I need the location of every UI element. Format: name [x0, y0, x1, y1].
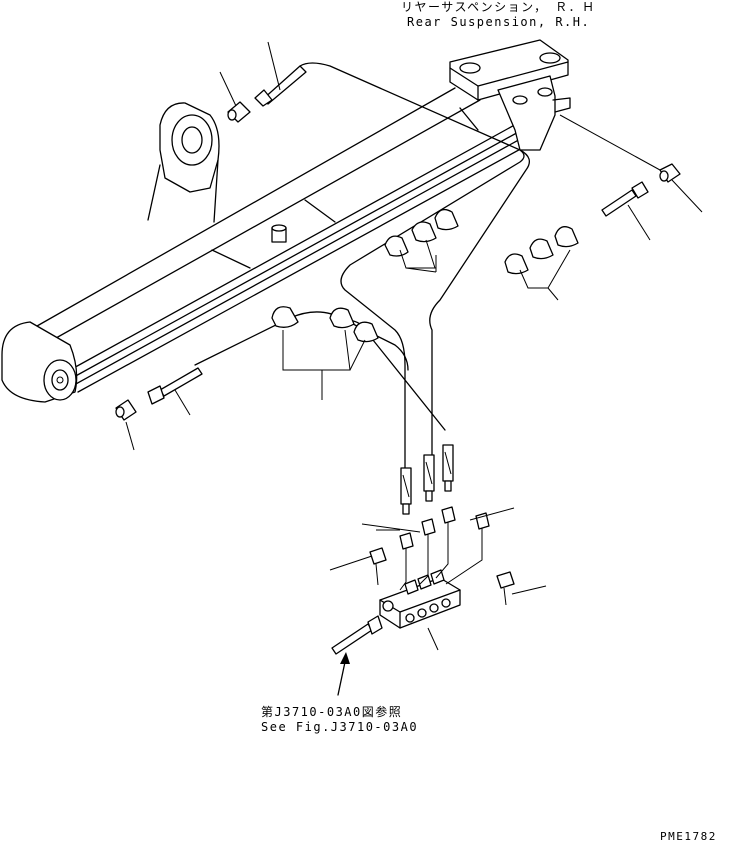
spring-nipple	[271, 224, 287, 243]
title-en: Rear Suspension, R.H.	[407, 15, 591, 29]
reference-arrow	[337, 652, 350, 696]
right-hose-fitting	[601, 163, 681, 217]
spring-eye-left	[1, 321, 78, 403]
hose-fittings	[400, 444, 454, 515]
left-hose-fitting	[115, 367, 203, 421]
distributor-block	[379, 569, 461, 629]
drawing-code: PME1782	[660, 830, 717, 843]
leader-lines	[125, 41, 703, 651]
reference-en: See Fig.J3710-03A0	[261, 720, 419, 734]
hose-clamps	[271, 208, 579, 343]
reference-jp: 第J3710-03A0図参照	[261, 705, 403, 719]
rear-bracket	[449, 39, 571, 151]
title-jp: リヤーサスペンション， Ｒ．Ｈ	[401, 0, 596, 14]
top-hose-fitting	[227, 65, 307, 123]
bolts	[331, 547, 515, 655]
block-fittings	[399, 506, 490, 591]
leaf-spring	[29, 87, 527, 393]
hose-lines	[194, 62, 531, 471]
shackle-eye	[147, 102, 220, 223]
